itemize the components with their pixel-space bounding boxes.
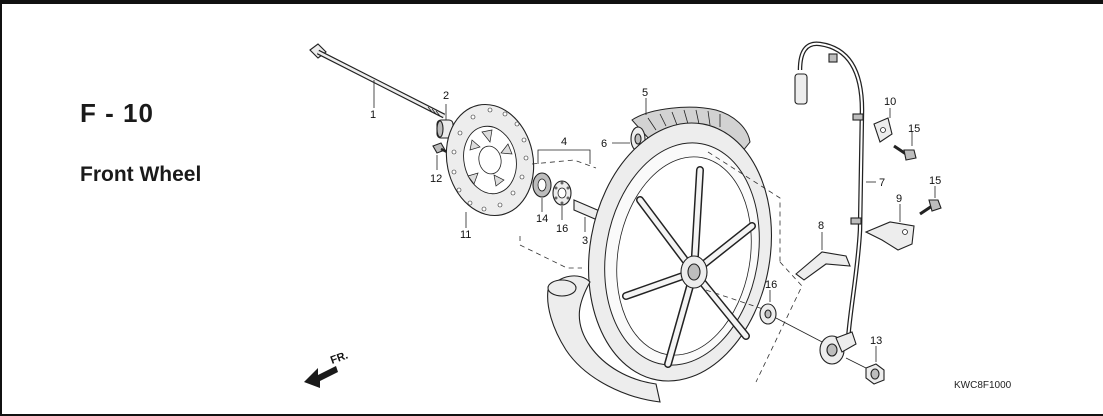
bolt-top-part[interactable]	[893, 144, 917, 161]
collar-part[interactable]	[436, 119, 454, 139]
bracket-part[interactable]	[864, 221, 915, 251]
gear-box-part[interactable]	[819, 331, 857, 365]
callout-1[interactable]: 1	[370, 109, 376, 121]
callout-2[interactable]: 2	[443, 90, 449, 102]
clamp-part[interactable]	[873, 117, 893, 143]
sensor-cable-part[interactable]	[794, 41, 865, 341]
bearing-right-part[interactable]	[759, 303, 777, 325]
callout-7[interactable]: 7	[879, 177, 885, 189]
callout-16-right[interactable]: 16	[765, 279, 777, 291]
bearing-part[interactable]	[552, 180, 572, 206]
callout-12[interactable]: 12	[430, 173, 442, 185]
callout-9[interactable]: 9	[896, 193, 902, 205]
front-fender-part[interactable]	[547, 275, 661, 403]
section-title: Front Wheel	[80, 163, 202, 186]
callout-3[interactable]: 3	[582, 235, 588, 247]
callout-6[interactable]: 6	[601, 138, 607, 150]
callout-8[interactable]: 8	[818, 220, 824, 232]
callout-13[interactable]: 13	[870, 335, 882, 347]
front-wheel-rim[interactable]	[569, 108, 791, 395]
section-code: F - 10	[80, 98, 154, 128]
callout-5[interactable]: 5	[642, 87, 648, 99]
callout-10[interactable]: 10	[884, 96, 896, 108]
bolt-right-part[interactable]	[919, 199, 942, 216]
axle-nut-part[interactable]	[865, 363, 885, 385]
dust-seal-part[interactable]	[532, 172, 552, 198]
catalog-code: KWC8F1000	[954, 380, 1012, 391]
callout-11[interactable]: 11	[460, 229, 471, 241]
callout-4[interactable]: 4	[561, 136, 567, 148]
brake-disc-part[interactable]	[436, 96, 543, 223]
front-direction-arrow-icon	[304, 366, 338, 388]
callout-15-top[interactable]: 15	[908, 123, 920, 135]
stay-part[interactable]	[795, 251, 851, 281]
callout-16-left[interactable]: 16	[556, 223, 568, 235]
direction-label: FR.	[329, 349, 350, 366]
callout-15-right[interactable]: 15	[929, 175, 941, 187]
callout-14[interactable]: 14	[536, 213, 548, 225]
axle-part[interactable]	[309, 43, 446, 119]
